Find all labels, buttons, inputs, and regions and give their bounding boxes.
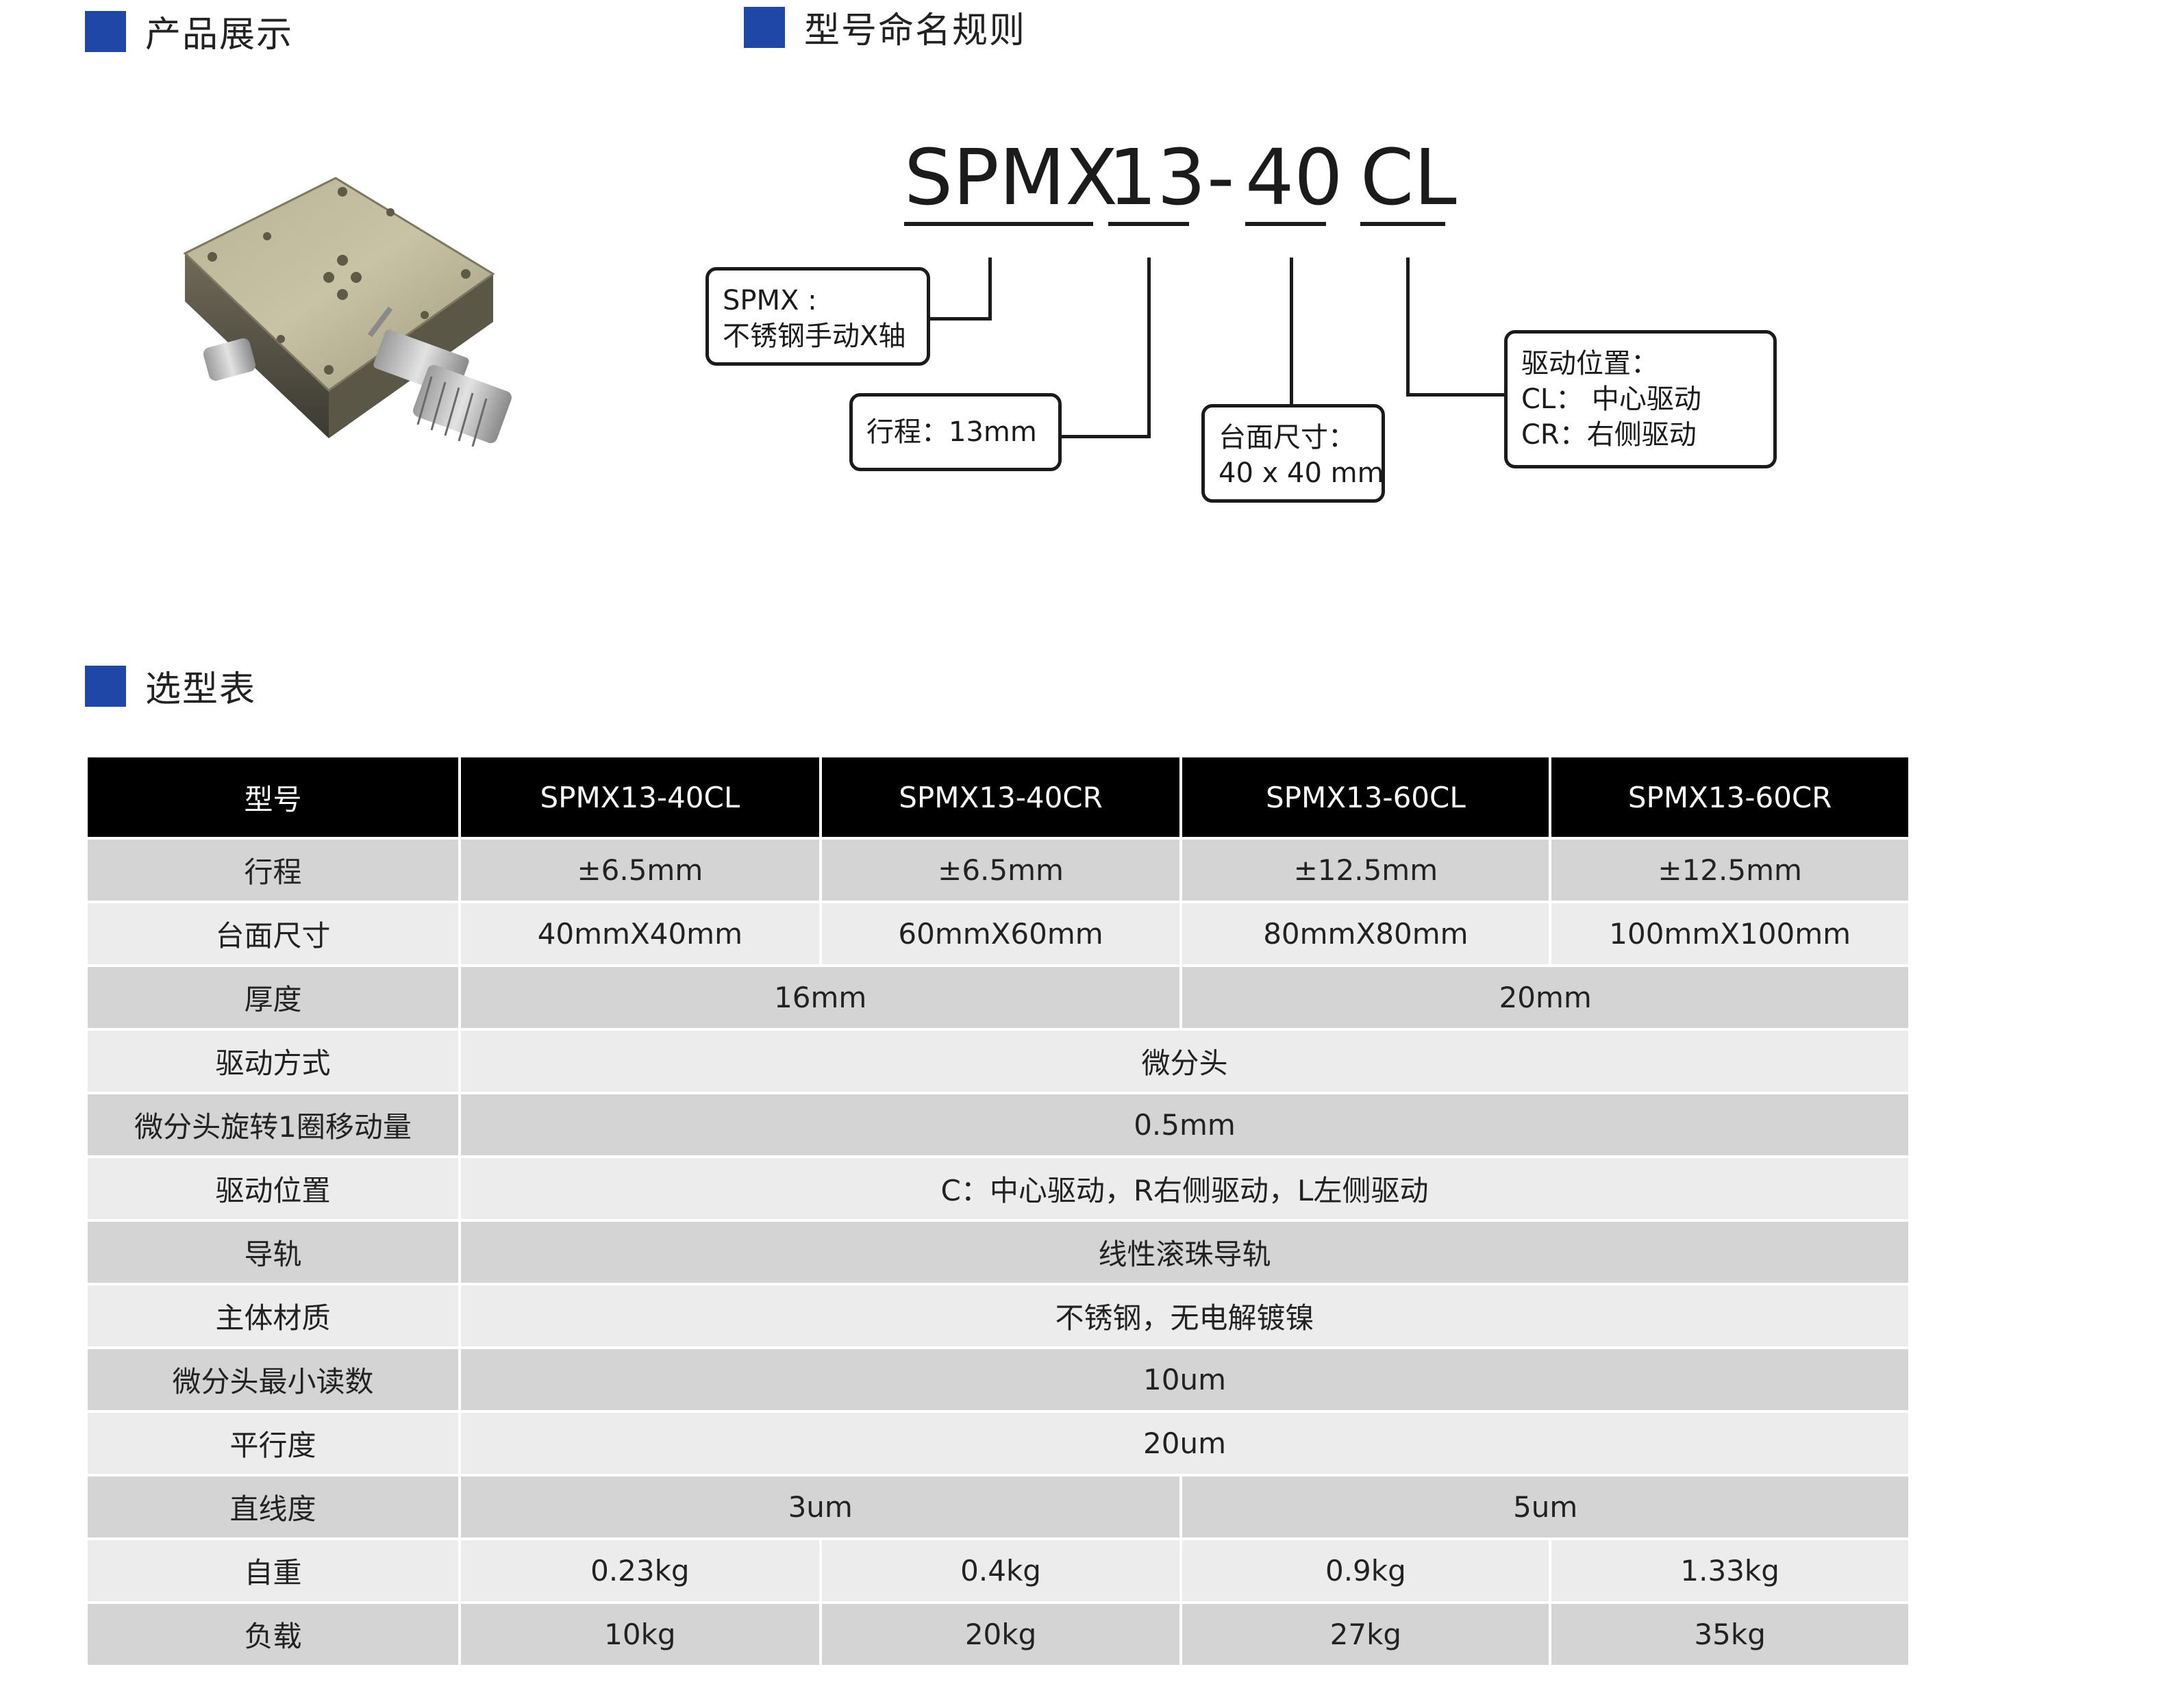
connector-travel — [1147, 258, 1151, 438]
table-row: 厚度 16mm 20mm — [88, 967, 1908, 1028]
table-row: 驱动位置 C：中心驱动，R右侧驱动，L左侧驱动 — [88, 1158, 1908, 1219]
row-label: 负载 — [88, 1604, 458, 1665]
underline-drive — [1360, 222, 1445, 226]
table-cell: ±6.5mm — [821, 840, 1180, 901]
row-label: 厚度 — [88, 967, 458, 1028]
product-image — [183, 177, 512, 447]
section-selection-table: 选型表 — [85, 660, 256, 712]
table-cell: 80mmX80mm — [1182, 903, 1549, 964]
table-cell: 不锈钢，无电解镀镍 — [461, 1285, 1908, 1346]
table-cell: 0.9kg — [1182, 1540, 1549, 1601]
callout-drive-line2: CL： 中心驱动 — [1521, 384, 1701, 415]
callout-size-line1: 台面尺寸： — [1219, 422, 1355, 453]
table-cell: 线性滚珠导轨 — [461, 1222, 1908, 1283]
table-cell: 10kg — [461, 1604, 819, 1665]
callout-drive: 驱动位置： CL： 中心驱动 CR：右侧驱动 — [1504, 330, 1777, 468]
row-label: 导轨 — [88, 1222, 458, 1283]
connector-drive — [1406, 393, 1509, 397]
underline-travel — [1108, 222, 1189, 226]
underline-size — [1245, 222, 1326, 226]
row-label: 驱动位置 — [88, 1158, 458, 1219]
callout-size-line2: 40 x 40 mm — [1219, 457, 1384, 489]
connector-series — [928, 317, 992, 321]
table-row: 导轨 线性滚珠导轨 — [88, 1222, 1908, 1283]
model-code-series: SPMX — [904, 134, 1118, 223]
row-label: 主体材质 — [88, 1285, 458, 1346]
model-code-dash: - — [1207, 134, 1235, 223]
table-cell: 100mmX100mm — [1551, 903, 1908, 964]
table-cell: 27kg — [1182, 1604, 1549, 1665]
table-row: 主体材质 不锈钢，无电解镀镍 — [88, 1285, 1908, 1346]
section-title: 选型表 — [145, 669, 257, 710]
table-cell: 5um — [1182, 1477, 1908, 1537]
section-title: 型号命名规则 — [804, 10, 1027, 51]
table-cell: ±12.5mm — [1551, 840, 1908, 901]
callout-drive-line1: 驱动位置： — [1521, 348, 1658, 379]
row-label: 平行度 — [88, 1413, 458, 1474]
table-cell: 0.23kg — [461, 1540, 819, 1601]
selection-table: 型号 SPMX13-40CL SPMX13-40CR SPMX13-60CL S… — [85, 755, 1911, 1668]
header-cell: SPMX13-40CR — [821, 757, 1180, 837]
section-marker — [744, 6, 785, 48]
table-cell: 20mm — [1182, 967, 1908, 1028]
model-code-travel: 13 — [1108, 134, 1206, 223]
callout-size: 台面尺寸： 40 x 40 mm — [1201, 404, 1385, 503]
table-cell: 20um — [461, 1413, 1908, 1474]
connector-travel — [1058, 435, 1151, 438]
table-row: 行程 ±6.5mm ±6.5mm ±12.5mm ±12.5mm — [88, 840, 1908, 901]
callout-travel-line1: 行程：13mm — [866, 416, 1037, 448]
table-row: 直线度 3um 5um — [88, 1477, 1908, 1537]
callout-travel: 行程：13mm — [849, 393, 1062, 471]
connector-drive — [1406, 258, 1410, 397]
table-cell: 微分头 — [461, 1031, 1908, 1092]
header-cell: SPMX13-60CL — [1182, 757, 1549, 837]
table-cell: 1.33kg — [1551, 1540, 1908, 1601]
underline-series — [904, 222, 1093, 226]
callout-series-line2: 不锈钢手动X轴 — [723, 321, 906, 352]
table-cell: C：中心驱动，R右侧驱动，L左侧驱动 — [461, 1158, 1908, 1219]
model-code-drive: CL — [1360, 134, 1457, 223]
section-title: 产品展示 — [145, 14, 294, 55]
row-label: 直线度 — [88, 1477, 458, 1537]
table-cell: 35kg — [1551, 1604, 1908, 1665]
section-product-display: 产品展示 — [85, 5, 293, 57]
table-header-row: 型号 SPMX13-40CL SPMX13-40CR SPMX13-60CL S… — [88, 757, 1908, 837]
table-cell: 16mm — [461, 967, 1180, 1028]
table-cell: 0.4kg — [821, 1540, 1180, 1601]
callout-series: SPMX : 不锈钢手动X轴 — [705, 267, 930, 366]
row-label: 自重 — [88, 1540, 458, 1601]
section-marker — [85, 10, 126, 52]
model-code-size: 40 — [1245, 134, 1343, 223]
table-row: 驱动方式 微分头 — [88, 1031, 1908, 1092]
callout-series-line1: SPMX : — [723, 285, 817, 316]
table-cell: 60mmX60mm — [821, 903, 1180, 964]
row-label: 行程 — [88, 840, 458, 901]
connector-size — [1290, 258, 1293, 405]
row-label: 微分头旋转1圈移动量 — [88, 1094, 458, 1155]
section-marker — [85, 665, 126, 707]
table-cell: 20kg — [821, 1604, 1180, 1665]
table-cell: 0.5mm — [461, 1094, 1908, 1155]
table-cell: 40mmX40mm — [461, 903, 819, 964]
row-label: 驱动方式 — [88, 1031, 458, 1092]
row-label: 微分头最小读数 — [88, 1349, 458, 1410]
table-cell: ±12.5mm — [1182, 840, 1549, 901]
header-cell: SPMX13-40CL — [461, 757, 819, 837]
callout-drive-line3: CR：右侧驱动 — [1521, 419, 1697, 451]
header-cell: 型号 — [88, 757, 458, 837]
table-row: 自重 0.23kg 0.4kg 0.9kg 1.33kg — [88, 1540, 1908, 1601]
table-row: 台面尺寸 40mmX40mm 60mmX60mm 80mmX80mm 100mm… — [88, 903, 1908, 964]
connector-series — [988, 258, 992, 321]
table-row: 负载 10kg 20kg 27kg 35kg — [88, 1604, 1908, 1665]
table-row: 微分头旋转1圈移动量 0.5mm — [88, 1094, 1908, 1155]
section-naming-rule: 型号命名规则 — [744, 1, 1026, 53]
table-cell: 3um — [461, 1477, 1180, 1537]
table-cell: 10um — [461, 1349, 1908, 1410]
table-row: 微分头最小读数 10um — [88, 1349, 1908, 1410]
table-row: 平行度 20um — [88, 1413, 1908, 1474]
table-cell: ±6.5mm — [461, 840, 819, 901]
row-label: 台面尺寸 — [88, 903, 458, 964]
header-cell: SPMX13-60CR — [1551, 757, 1908, 837]
